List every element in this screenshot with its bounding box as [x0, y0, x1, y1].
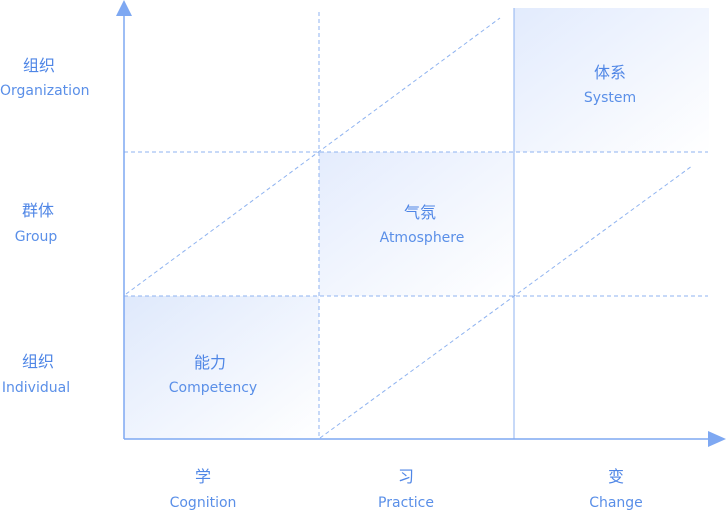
- cell-competency-zh: 能力: [193, 353, 226, 372]
- y-level-organization-zh: 组织: [22, 56, 55, 75]
- x-stage-cognition-en: Cognition: [169, 495, 237, 511]
- x-axis-arrow-icon: [708, 431, 726, 447]
- cell-atmosphere-zh: 气氛: [403, 203, 436, 222]
- y-level-group-en: Group: [14, 229, 58, 245]
- x-stage-cognition-zh: 学: [194, 467, 211, 486]
- x-stage-practice-en: Practice: [378, 495, 434, 511]
- cell-atmosphere-bg: [319, 152, 514, 296]
- grid-lines: [124, 12, 708, 439]
- x-stage-change-zh: 变: [607, 467, 624, 486]
- y-level-organization-en: Organization: [0, 83, 90, 99]
- x-stage-practice-zh: 习: [397, 467, 414, 486]
- y-level-individual-zh: 组织: [21, 352, 54, 371]
- y-level-individual-en: Individual: [1, 380, 71, 396]
- cell-system-zh: 体系: [593, 63, 626, 82]
- x-stage-change-en: Change: [589, 495, 643, 511]
- y-axis-arrow-icon: [116, 0, 132, 16]
- cell-atmosphere-en: Atmosphere: [379, 230, 465, 246]
- axes: [116, 0, 726, 447]
- cell-system-en: System: [583, 90, 637, 106]
- diagonal-upper: [125, 17, 501, 295]
- cell-competency-en: Competency: [168, 380, 258, 396]
- cell-competency-bg: [124, 296, 319, 439]
- cell-system-bg: [514, 8, 709, 152]
- y-level-group-zh: 群体: [21, 201, 54, 220]
